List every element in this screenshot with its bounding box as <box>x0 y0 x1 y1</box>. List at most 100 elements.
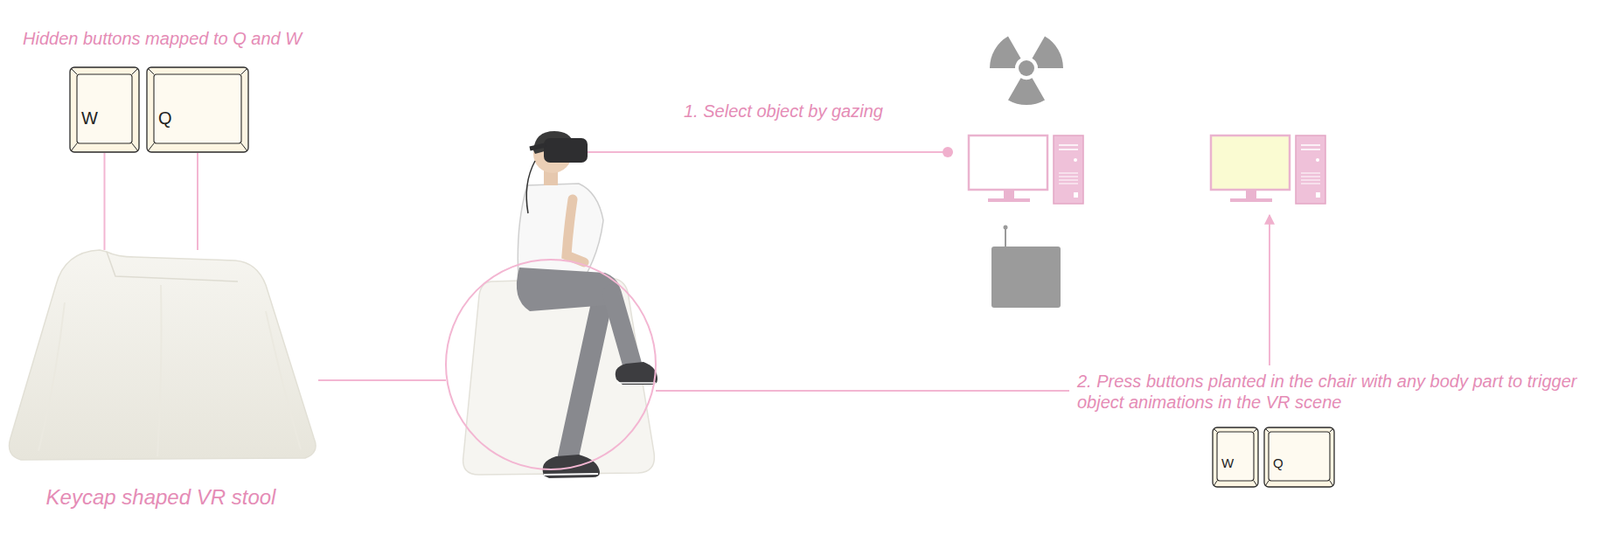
person-figure-part <box>615 361 658 385</box>
person-figure-part <box>568 295 604 457</box>
keycap-bevel <box>241 143 248 152</box>
stool-fold <box>38 285 301 457</box>
radiation-symbol <box>989 36 1064 105</box>
person-figure-part <box>542 454 600 479</box>
leader-line-part <box>318 379 446 382</box>
radiation-symbol-part <box>1032 36 1065 69</box>
keycap-bevel <box>70 68 77 75</box>
computer-icon-part <box>1058 173 1079 174</box>
keycap-outer <box>69 67 140 153</box>
stool-caption: Keycap shaped VR stool <box>3 485 319 510</box>
keycap-outer <box>1212 427 1259 487</box>
person-figure-part <box>617 382 656 384</box>
person-figure <box>463 131 658 479</box>
keycap-bevel <box>1213 480 1218 487</box>
key-letter: W <box>1221 455 1234 471</box>
key-letter: Q <box>158 108 173 129</box>
annotation-label: 1. Select object by gazing <box>683 101 884 121</box>
keycap-top <box>76 74 133 144</box>
radiation-symbol-part <box>1008 77 1045 105</box>
leader-line-part <box>587 151 945 154</box>
annotation-box: Hidden buttons mapped to Q and W <box>22 27 302 49</box>
keycap-outer <box>146 67 249 153</box>
stool-body <box>9 250 317 460</box>
leader-line-part <box>655 389 1070 392</box>
key-letter: W <box>81 108 98 129</box>
annotation-label: Hidden buttons mapped to Q and W <box>22 28 302 49</box>
annotation-box: 1. Select object by gazing <box>683 100 884 122</box>
key-letter: Q <box>1273 455 1284 471</box>
computer-icon-part <box>1300 180 1321 181</box>
connector-line <box>196 153 199 251</box>
annotation-box: 2. Press buttons planted in the chair wi… <box>1077 370 1592 413</box>
computer-icon-part <box>1058 148 1079 151</box>
radio-icon <box>991 225 1061 309</box>
computer-icon-part <box>1315 192 1321 198</box>
annotation-label: 2. Press buttons planted in the chair wi… <box>1077 371 1577 412</box>
person-figure-part <box>526 160 536 214</box>
stool-shape <box>3 250 319 470</box>
computer-icon-part <box>968 135 1048 190</box>
person-figure-part <box>543 138 588 163</box>
keycap-bevel <box>1213 428 1218 432</box>
computer-icon-part <box>1003 189 1015 199</box>
keycap: Q <box>146 66 250 154</box>
computer-icon-part <box>1315 158 1320 162</box>
leader-line <box>318 152 1270 391</box>
computer-icon-part <box>1058 144 1079 147</box>
computer-icon <box>1210 135 1326 204</box>
computer-icon-part <box>1300 144 1321 147</box>
keycap-bevel <box>1253 428 1258 432</box>
computer-icon-part <box>1300 173 1321 174</box>
keycap-bevel <box>1253 480 1258 487</box>
computer-icon-part <box>987 198 1030 202</box>
radio-icon-part <box>991 246 1061 308</box>
person-figure-part <box>543 473 599 475</box>
computer-icon-part <box>1053 135 1084 204</box>
keycap-top <box>153 74 242 144</box>
keycap-top <box>1217 431 1254 481</box>
computer-icon-part <box>1210 135 1290 190</box>
computer-icon-part <box>1058 180 1079 181</box>
computer-icon-part <box>1073 158 1078 162</box>
focus-circle <box>445 259 656 470</box>
computer-icon-part <box>1300 183 1321 185</box>
stool-step <box>106 251 238 282</box>
computer-icon-part <box>1058 183 1079 185</box>
person-figure-part <box>612 293 634 368</box>
connector-line <box>104 153 106 251</box>
radiation-symbol-part <box>989 36 1022 69</box>
radio-icon-part <box>1004 228 1007 249</box>
computer-icon-part <box>1300 176 1321 178</box>
keycap-bevel <box>147 143 154 152</box>
stool-illustration: Keycap shaped VR stool <box>3 250 319 470</box>
keycap-bevel <box>147 68 154 75</box>
gaze-target-dot <box>942 146 954 158</box>
keycap-bevel <box>1329 428 1334 432</box>
keycap-bevel <box>70 143 77 152</box>
keycap-shape <box>1211 426 1260 488</box>
keycap-top <box>1268 431 1330 481</box>
computer-icon-part <box>1073 192 1079 198</box>
person-figure-part <box>566 199 585 263</box>
keycap-bevel <box>1265 428 1269 432</box>
computer-icon-part <box>1300 148 1321 151</box>
keycap-bevel <box>1265 480 1269 487</box>
computer-icon-part <box>1058 176 1079 178</box>
keycap-bevel <box>132 143 139 152</box>
keycap-outer <box>1264 427 1335 487</box>
keycap-bevel <box>132 68 139 75</box>
computer-icon-part <box>1295 135 1326 204</box>
keycap-bevel <box>1329 480 1334 487</box>
keycap-bevel <box>241 68 248 75</box>
computer-icon <box>968 135 1084 204</box>
keycap: Q <box>1263 426 1336 488</box>
person-figure-part <box>529 145 546 149</box>
leader-line-part <box>1268 215 1271 366</box>
computer-icon-part <box>1245 189 1257 199</box>
radio-icon-part <box>1003 225 1009 230</box>
computer-icon-part <box>1230 198 1273 202</box>
keycap-shape <box>69 66 140 154</box>
